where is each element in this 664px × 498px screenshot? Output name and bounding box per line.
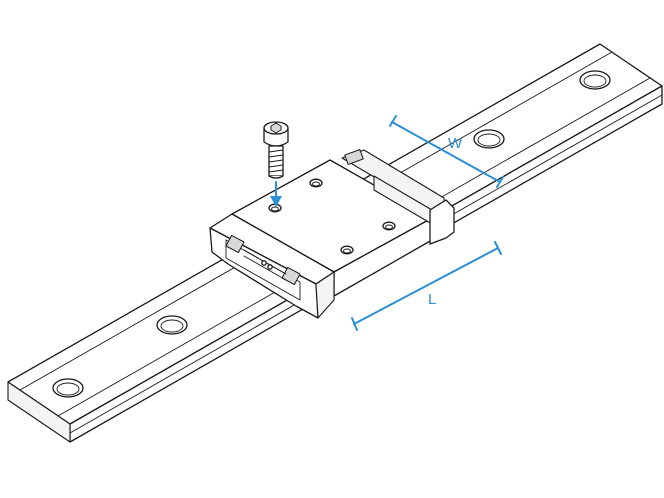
grease-nipple-2 bbox=[267, 264, 273, 270]
length-tick-left bbox=[351, 317, 358, 331]
grease-nipple bbox=[261, 260, 267, 266]
rail-end-face bbox=[7, 381, 71, 443]
thread-2 bbox=[268, 154, 284, 158]
width-tick-left bbox=[389, 115, 397, 127]
width-tick-right bbox=[496, 176, 504, 188]
rear-seal-tab bbox=[344, 149, 364, 165]
carriage-hole-2-inner bbox=[312, 181, 320, 187]
rail-hole-4-inner bbox=[583, 74, 607, 88]
length-tick-right bbox=[494, 241, 502, 255]
insertion-arrow-head bbox=[270, 196, 282, 207]
hex-socket bbox=[270, 122, 282, 134]
thread-5 bbox=[268, 169, 284, 173]
rail-hole-4 bbox=[579, 70, 611, 90]
screw-tip bbox=[268, 175, 284, 179]
rear-end-cap bbox=[429, 199, 455, 245]
rail-hole-1-inner bbox=[56, 382, 80, 396]
rail-hole-3-inner bbox=[477, 133, 501, 147]
rail-hole-2 bbox=[156, 315, 188, 335]
rail-hole-2-inner bbox=[160, 319, 184, 333]
end-seal-line-2 bbox=[243, 255, 287, 281]
mounting-screw bbox=[263, 121, 289, 179]
insertion-arrow bbox=[270, 181, 282, 207]
thread-4 bbox=[268, 164, 284, 168]
end-cap-side bbox=[315, 271, 335, 319]
carriage-hole-4-inner bbox=[385, 224, 393, 230]
length-dimension: L bbox=[351, 241, 502, 331]
thread-3 bbox=[268, 159, 284, 163]
carriage-block bbox=[209, 149, 455, 319]
width-dimension-line bbox=[391, 121, 501, 183]
carriage-hole-1-inner bbox=[271, 206, 279, 212]
rail-hole-1 bbox=[52, 378, 84, 398]
length-dimension-line bbox=[353, 247, 499, 325]
rail-hole-3 bbox=[473, 129, 505, 149]
thread-1 bbox=[268, 149, 284, 153]
length-label: L bbox=[428, 291, 436, 308]
end-seal-left-pad bbox=[225, 234, 245, 254]
width-label: W bbox=[448, 135, 463, 152]
width-dimension: W bbox=[389, 115, 504, 188]
end-seal-right-pad bbox=[281, 266, 301, 286]
carriage-hole-3-inner bbox=[343, 248, 351, 254]
